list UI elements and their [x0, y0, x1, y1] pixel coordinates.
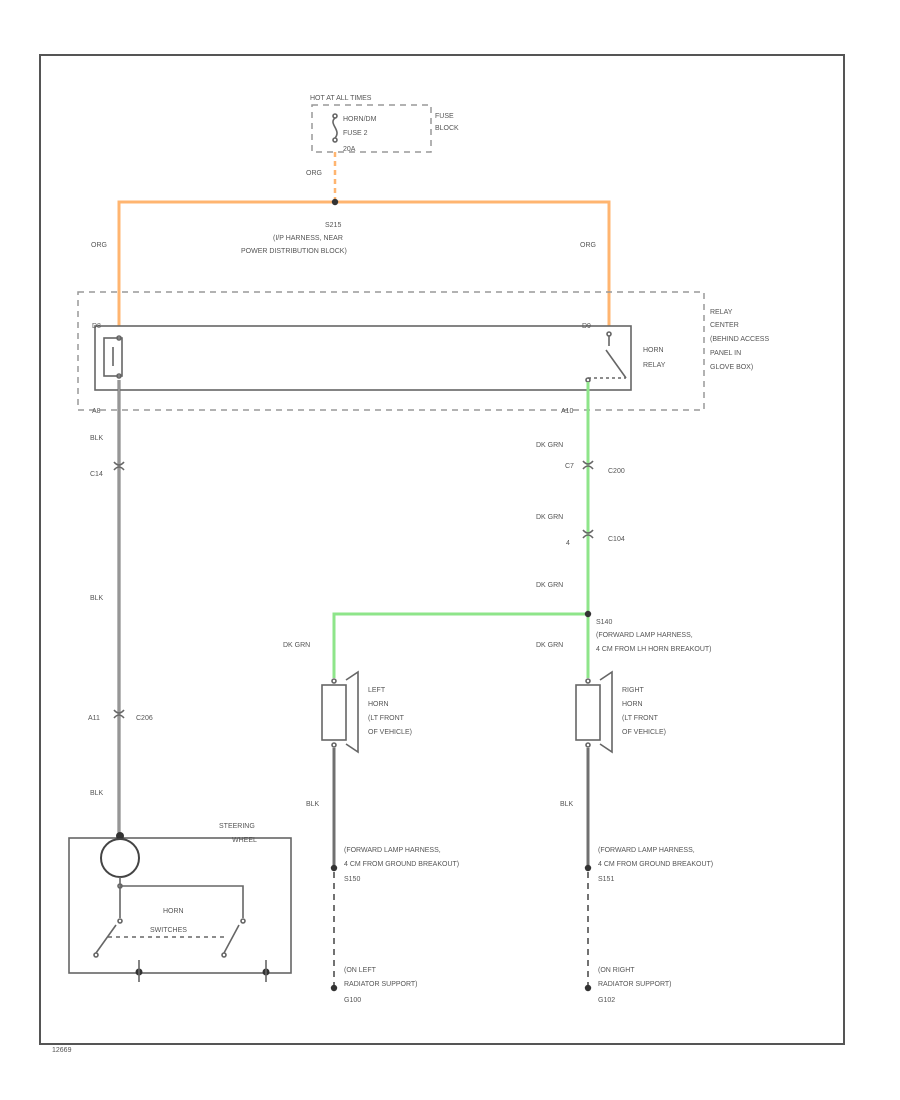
- horn-switches-label-2: SWITCHES: [150, 927, 187, 934]
- wire-label-org-fuse: ORG: [306, 170, 322, 177]
- relay-switch-icon: [585, 331, 627, 383]
- splice-s140-dot: [584, 610, 592, 618]
- wire-label-org-right: ORG: [580, 242, 596, 249]
- steering-label-2: WHEEL: [232, 837, 257, 844]
- ground-g100-line2: RADIATOR SUPPORT): [344, 981, 418, 988]
- wire-label-blk-left-horn: BLK: [306, 801, 320, 808]
- connector-c206-id: C206: [136, 715, 153, 722]
- connector-c14-pin: C14: [90, 471, 103, 478]
- fuse-block: HOT AT ALL TIMES HORN/DM FUSE 2 20A FUSE…: [310, 95, 459, 153]
- ground-g100-line1: (ON LEFT: [344, 967, 377, 974]
- ground-g102-dot: [584, 984, 592, 992]
- splice-s150-line2: 4 CM FROM GROUND BREAKOUT): [344, 861, 459, 868]
- left-horn-label-1: LEFT: [368, 687, 386, 694]
- fuse-block-side-1: FUSE: [435, 113, 454, 120]
- splice-s215-dot: [331, 198, 339, 206]
- splice-s140-line1: (FORWARD LAMP HARNESS,: [596, 632, 693, 639]
- wire-label-dkgrn-3: DK GRN: [536, 582, 563, 589]
- left-horn: LEFT HORN (LT FRONT OF VEHICLE): [321, 670, 412, 754]
- ground-g102-line2: RADIATOR SUPPORT): [598, 981, 672, 988]
- splice-s150-line1: (FORWARD LAMP HARNESS,: [344, 847, 441, 854]
- relay-center-line4: PANEL IN: [710, 350, 741, 357]
- wire-label-blk-2: BLK: [90, 595, 104, 602]
- horn-icon: [575, 670, 613, 754]
- fuse-block-side-2: BLOCK: [435, 125, 459, 132]
- wire-label-dkgrn-1: DK GRN: [536, 442, 563, 449]
- right-horn: RIGHT HORN (LT FRONT OF VEHICLE): [575, 670, 666, 754]
- relay-center: RELAY CENTER (BEHIND ACCESS PANEL IN GLO…: [77, 291, 769, 415]
- clock-spring-icon: [100, 832, 140, 889]
- wire-label-blk-3: BLK: [90, 790, 104, 797]
- wire-dkgrn-branch: [332, 612, 588, 678]
- fuse-label-1: HORN/DM: [343, 116, 377, 123]
- connector-c104-pin: 4: [566, 540, 570, 547]
- ground-right-icon: [262, 960, 270, 982]
- ground-g100-id: G100: [344, 997, 361, 1004]
- fuse-icon: [332, 113, 338, 143]
- relay-center-line2: CENTER: [710, 322, 739, 329]
- ground-left-icon: [135, 960, 143, 982]
- wire-label-org-left: ORG: [91, 242, 107, 249]
- splice-s150-dot: [330, 864, 338, 872]
- connector-c104-id: C104: [608, 536, 625, 543]
- left-horn-label-2: HORN: [368, 701, 389, 708]
- relay-coil-icon: [103, 335, 123, 379]
- horn-relay-label-1: HORN: [643, 347, 664, 354]
- right-horn-label-4: OF VEHICLE): [622, 729, 666, 736]
- wire-label-blk-1: BLK: [90, 435, 104, 442]
- splice-s151-line2: 4 CM FROM GROUND BREAKOUT): [598, 861, 713, 868]
- splice-s215-line1: (I/P HARNESS, NEAR: [273, 235, 343, 242]
- ground-g100-dot: [330, 984, 338, 992]
- connector-c200-id: C200: [608, 468, 625, 475]
- steering-wheel: STEERING WHEEL HORN SWITCHES: [68, 823, 292, 982]
- relay-pin-bottom-left: A8: [92, 408, 101, 415]
- splice-s151-line1: (FORWARD LAMP HARNESS,: [598, 847, 695, 854]
- wire-label-blk-right-horn: BLK: [560, 801, 574, 808]
- right-horn-label-1: RIGHT: [622, 687, 645, 694]
- right-horn-label-3: (LT FRONT: [622, 715, 659, 722]
- relay-pin-bottom-right: A10: [561, 408, 574, 415]
- horn-switch-right-icon: [221, 918, 246, 958]
- connector-c200-icon: [582, 460, 594, 470]
- wire-org-bus: [117, 200, 611, 326]
- wire-label-dkgrn-right-horn: DK GRN: [536, 642, 563, 649]
- fuse-label-3: 20A: [343, 146, 356, 153]
- ground-g102-id: G102: [598, 997, 615, 1004]
- splice-s140-line2: 4 CM FROM LH HORN BREAKOUT): [596, 646, 712, 653]
- connector-c206-pin: A11: [88, 715, 100, 722]
- wire-label-dkgrn-left-horn: DK GRN: [283, 642, 310, 649]
- horn-switch-left-icon: [93, 918, 123, 958]
- steering-label-1: STEERING: [219, 823, 255, 830]
- splice-s215-id: S215: [325, 222, 341, 229]
- horn-relay-label-2: RELAY: [643, 362, 666, 369]
- splice-s140-id: S140: [596, 619, 612, 626]
- wire-label-dkgrn-2: DK GRN: [536, 514, 563, 521]
- relay-center-line3: (BEHIND ACCESS: [710, 336, 769, 343]
- relay-center-line1: RELAY: [710, 309, 733, 316]
- diagram-border: [39, 54, 845, 1045]
- connector-c206-icon: [113, 709, 125, 719]
- figure-code: 12669: [52, 1047, 72, 1054]
- splice-s150-id: S150: [344, 876, 360, 883]
- left-horn-label-4: OF VEHICLE): [368, 729, 412, 736]
- fuse-label-2: FUSE 2: [343, 130, 368, 137]
- right-horn-label-2: HORN: [622, 701, 643, 708]
- connector-c14-icon: [113, 461, 125, 471]
- left-horn-label-3: (LT FRONT: [368, 715, 405, 722]
- splice-s151-id: S151: [598, 876, 614, 883]
- relay-pin-top-right: D9: [582, 323, 591, 330]
- relay-center-line5: GLOVE BOX): [710, 364, 753, 371]
- splice-s215-line2: POWER DISTRIBUTION BLOCK): [241, 248, 347, 255]
- fuse-block-title: HOT AT ALL TIMES: [310, 95, 372, 102]
- horn-switches-label-1: HORN: [163, 908, 184, 915]
- splice-s151-dot: [584, 864, 592, 872]
- relay-pin-top-left: D8: [92, 323, 101, 330]
- ground-g102-line1: (ON RIGHT: [598, 967, 635, 974]
- connector-c104-icon: [582, 529, 594, 539]
- connector-c200-pin: C7: [565, 463, 574, 470]
- horn-icon: [321, 670, 359, 754]
